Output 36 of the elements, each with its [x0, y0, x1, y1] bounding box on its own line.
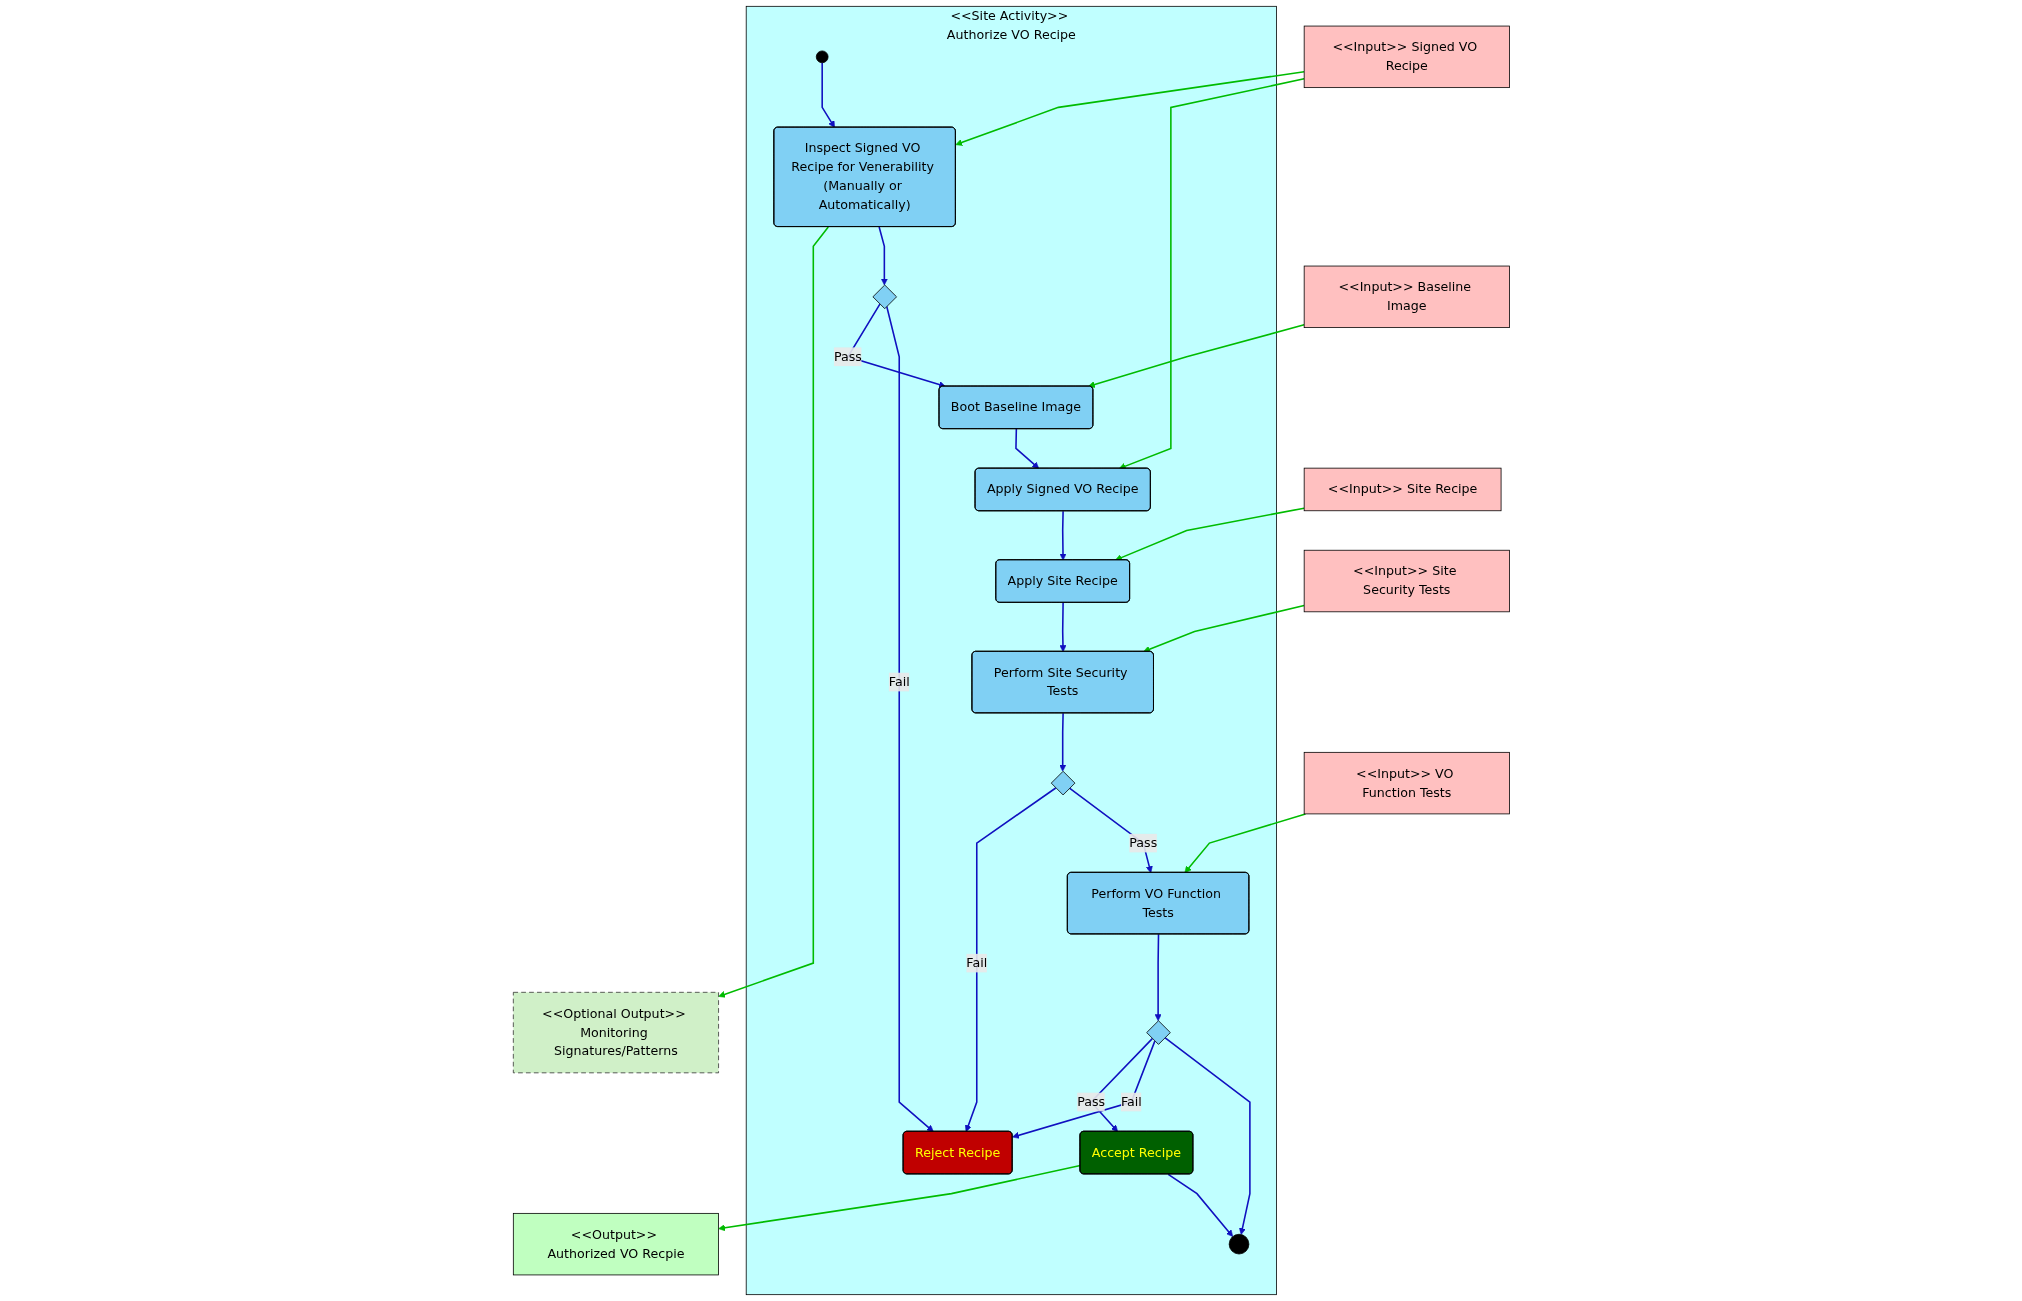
- arrow: [1011, 1040, 1156, 1139]
- node-circle: [1228, 1233, 1249, 1255]
- arrow: [821, 61, 835, 128]
- node-box: <<Input>> Signed VO Recipe: [1303, 25, 1510, 89]
- node-diamond: [1145, 1020, 1171, 1045]
- node-box: <<Input>> VO Function Tests: [1303, 751, 1510, 815]
- node-diamond: [1050, 770, 1075, 796]
- node-diamond: [872, 284, 897, 310]
- edge-label: Fail: [965, 955, 987, 971]
- arrow: [717, 226, 829, 998]
- arrow: [1167, 1173, 1233, 1237]
- arrow: [1154, 933, 1162, 1022]
- node-circle: [815, 50, 829, 64]
- edge-label: Fail: [888, 674, 910, 690]
- node-box: <<Optional Output>> Monitoring Signatures/Patterns: [512, 991, 719, 1074]
- arrow: [1184, 813, 1306, 874]
- arrow: [955, 70, 1305, 146]
- arrow: [964, 787, 1057, 1132]
- arrow: [1014, 428, 1039, 469]
- edge-label: Pass: [1128, 835, 1157, 851]
- arrow: [1114, 507, 1305, 561]
- node-box: <<Input>> Site Security Tests: [1303, 549, 1510, 613]
- arrow: [1142, 604, 1305, 653]
- arrow: [1058, 712, 1066, 772]
- arrow: [1163, 1036, 1251, 1235]
- node-box: <<Input>> Baseline Image: [1303, 265, 1510, 328]
- node-box: <<Output>> Authorized VO Recpie: [512, 1212, 719, 1276]
- arrow: [1059, 510, 1067, 561]
- arrow: [717, 1164, 1081, 1232]
- edge-label: Pass: [833, 348, 862, 364]
- arrow: [885, 305, 934, 1132]
- arrow: [878, 226, 888, 286]
- edge-label: Fail: [1120, 1094, 1142, 1110]
- edge-label: Pass: [1076, 1094, 1105, 1110]
- node-box: <<Input>> Site Recipe: [1303, 467, 1502, 512]
- arrow: [1059, 601, 1067, 652]
